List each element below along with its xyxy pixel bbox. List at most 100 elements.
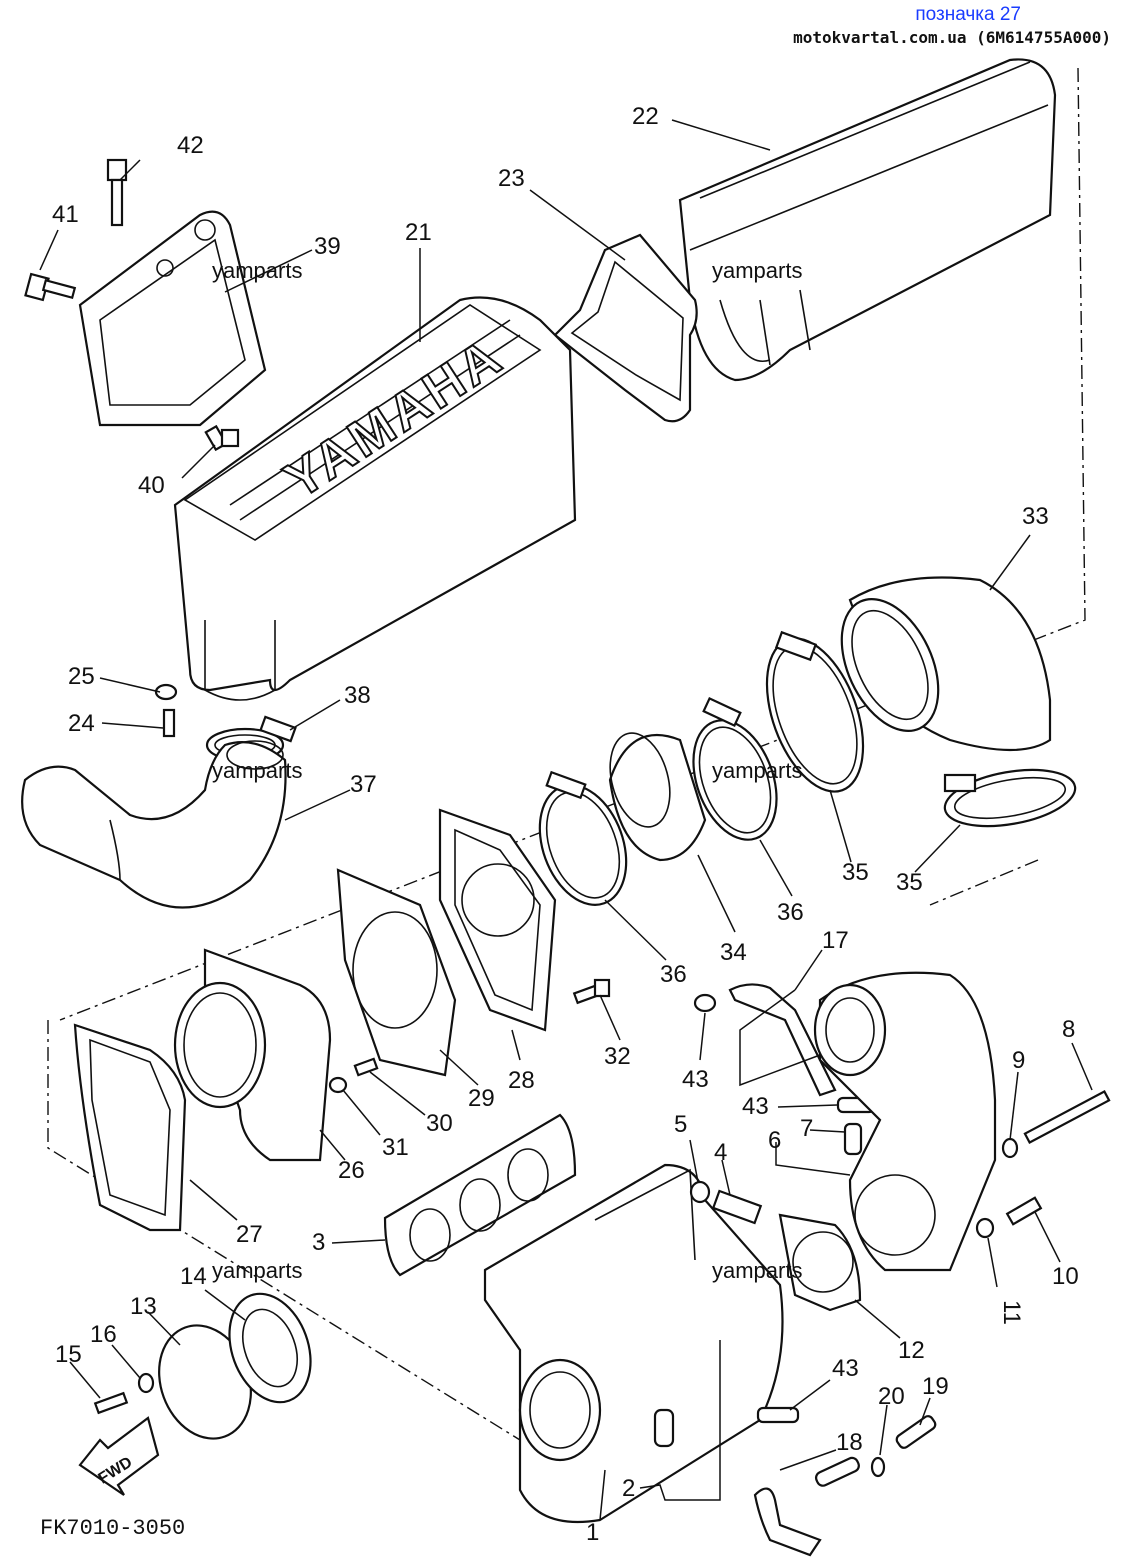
callout-34[interactable]: 34 bbox=[720, 939, 747, 966]
clip-20[interactable] bbox=[870, 1456, 886, 1478]
exhaust-elbow-part[interactable] bbox=[813, 971, 997, 1272]
housing-26[interactable] bbox=[173, 948, 332, 1162]
plug-7[interactable] bbox=[843, 1122, 863, 1156]
bolt-15[interactable] bbox=[93, 1391, 129, 1415]
hose-37[interactable] bbox=[21, 740, 287, 909]
exhaust-manifold-1[interactable] bbox=[483, 1163, 784, 1524]
fwd-arrow-icon: FWD bbox=[78, 1416, 160, 1496]
source-reference: motokvartal.com.ua (6M614755A000) bbox=[793, 28, 1111, 47]
callout-42[interactable]: 42 bbox=[177, 132, 204, 159]
callout-29[interactable]: 29 bbox=[468, 1085, 495, 1112]
callout-26[interactable]: 26 bbox=[338, 1157, 365, 1184]
callout-18[interactable]: 18 bbox=[836, 1429, 863, 1456]
clamp-36-upper[interactable] bbox=[678, 697, 792, 851]
bolt-40[interactable] bbox=[204, 424, 240, 452]
callout-7[interactable]: 7 bbox=[800, 1115, 813, 1142]
callout-30[interactable]: 30 bbox=[426, 1110, 453, 1137]
washer-31[interactable] bbox=[328, 1076, 348, 1094]
bolt-42[interactable] bbox=[106, 158, 128, 227]
callout-32[interactable]: 32 bbox=[604, 1043, 631, 1070]
callout-3[interactable]: 3 bbox=[312, 1229, 325, 1256]
bolt-41[interactable] bbox=[24, 272, 77, 302]
callout-43-b[interactable]: 43 bbox=[742, 1093, 769, 1120]
hose-17[interactable] bbox=[728, 983, 837, 1097]
fitting-43-lower[interactable] bbox=[756, 1406, 800, 1424]
pipe-2[interactable] bbox=[653, 1408, 675, 1448]
callout-35-b[interactable]: 35 bbox=[896, 869, 923, 896]
gasket-part[interactable] bbox=[553, 233, 698, 423]
gasket-29[interactable] bbox=[336, 868, 457, 1077]
bracket-part[interactable] bbox=[78, 210, 267, 427]
plate-28[interactable] bbox=[438, 808, 557, 1032]
clamp-36-lower[interactable] bbox=[524, 770, 642, 917]
callout-41[interactable]: 41 bbox=[52, 201, 79, 228]
callout-40[interactable]: 40 bbox=[138, 472, 165, 499]
elbow-33[interactable] bbox=[822, 576, 1052, 752]
callout-4[interactable]: 4 bbox=[714, 1139, 727, 1166]
callout-37[interactable]: 37 bbox=[350, 771, 377, 798]
muffler-box-part[interactable] bbox=[678, 58, 1057, 382]
hose-18[interactable] bbox=[753, 1456, 861, 1557]
callout-24[interactable]: 24 bbox=[68, 710, 95, 737]
callout-39[interactable]: 39 bbox=[314, 233, 341, 260]
bolt-4[interactable] bbox=[711, 1189, 763, 1225]
callout-14[interactable]: 14 bbox=[180, 1263, 207, 1290]
fitting-43-upper[interactable] bbox=[693, 993, 717, 1013]
header-label-link[interactable]: позначка 27 bbox=[915, 4, 1021, 25]
callout-8[interactable]: 8 bbox=[1062, 1016, 1075, 1043]
callout-43-a[interactable]: 43 bbox=[682, 1066, 709, 1093]
bolt-24[interactable] bbox=[162, 708, 176, 738]
callout-27[interactable]: 27 bbox=[236, 1221, 263, 1248]
callout-36-b[interactable]: 36 bbox=[660, 961, 687, 988]
callout-15[interactable]: 15 bbox=[55, 1341, 82, 1368]
callout-16[interactable]: 16 bbox=[90, 1321, 117, 1348]
callout-17[interactable]: 17 bbox=[822, 927, 849, 954]
fitting-19[interactable] bbox=[895, 1414, 937, 1450]
gasket-12[interactable] bbox=[778, 1213, 862, 1312]
callout-20[interactable]: 20 bbox=[878, 1383, 905, 1410]
callout-13[interactable]: 13 bbox=[130, 1293, 157, 1320]
gasket-3[interactable] bbox=[383, 1113, 577, 1277]
callout-21[interactable]: 21 bbox=[405, 219, 432, 246]
callout-28[interactable]: 28 bbox=[508, 1067, 535, 1094]
callout-6[interactable]: 6 bbox=[768, 1127, 781, 1154]
washer-5[interactable] bbox=[689, 1180, 711, 1204]
coupler-34[interactable] bbox=[601, 430, 707, 862]
leader-lines bbox=[39, 119, 1093, 1521]
callout-numbers: 22 23 21 39 42 41 40 25 24 38 37 33 35 3… bbox=[52, 103, 1079, 1546]
callout-38[interactable]: 38 bbox=[344, 682, 371, 709]
bolt-30[interactable] bbox=[353, 1057, 379, 1077]
callout-22[interactable]: 22 bbox=[632, 103, 659, 130]
washer-11[interactable] bbox=[975, 1217, 995, 1239]
callout-35-a[interactable]: 35 bbox=[842, 859, 869, 886]
callout-2[interactable]: 2 bbox=[622, 1475, 635, 1502]
main-muffler-part[interactable]: YAMAHA bbox=[173, 296, 577, 701]
gasket-27[interactable] bbox=[73, 1023, 187, 1232]
callout-11[interactable]: 11 bbox=[998, 1300, 1025, 1325]
washer-25[interactable] bbox=[154, 683, 178, 701]
diagram-code: FK7010-3050 bbox=[40, 1516, 186, 1541]
clamp-35-large[interactable] bbox=[748, 625, 882, 804]
gasket-14[interactable] bbox=[215, 1282, 325, 1413]
bolt-32[interactable] bbox=[572, 978, 611, 1005]
washer-16[interactable] bbox=[137, 1372, 155, 1394]
watermark-1: yamparts bbox=[212, 258, 302, 283]
callout-1[interactable]: 1 bbox=[586, 1519, 599, 1546]
callout-12[interactable]: 12 bbox=[898, 1337, 925, 1364]
callout-33[interactable]: 33 bbox=[1022, 503, 1049, 530]
callout-31[interactable]: 31 bbox=[382, 1134, 409, 1161]
callout-36-a[interactable]: 36 bbox=[777, 899, 804, 926]
watermark-5: yamparts bbox=[212, 1258, 302, 1283]
callout-10[interactable]: 10 bbox=[1052, 1263, 1079, 1290]
clamp-35-small[interactable] bbox=[940, 761, 1079, 835]
callout-23[interactable]: 23 bbox=[498, 165, 525, 192]
callout-19[interactable]: 19 bbox=[922, 1373, 949, 1400]
callout-9[interactable]: 9 bbox=[1012, 1047, 1025, 1074]
bolt-10[interactable] bbox=[1005, 1196, 1043, 1226]
washer-9[interactable] bbox=[1001, 1137, 1019, 1159]
bolt-8[interactable] bbox=[1023, 1089, 1111, 1145]
callout-25[interactable]: 25 bbox=[68, 663, 95, 690]
callout-5[interactable]: 5 bbox=[674, 1111, 687, 1138]
callout-43-c[interactable]: 43 bbox=[832, 1355, 859, 1382]
